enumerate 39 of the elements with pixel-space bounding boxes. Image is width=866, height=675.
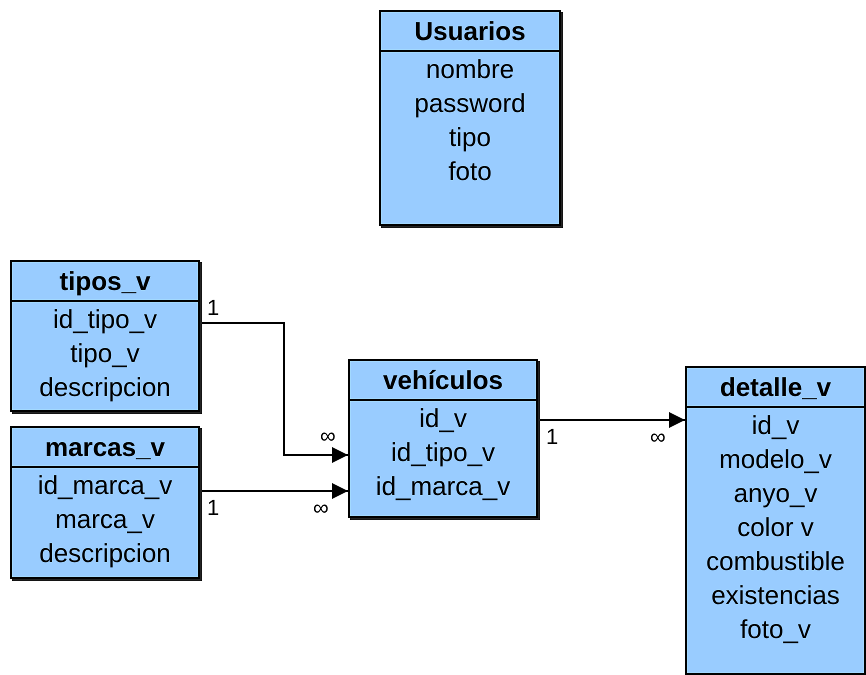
entity-table bbox=[10, 260, 200, 412]
cardinality-label: ∞ bbox=[650, 425, 666, 449]
field-name: password bbox=[414, 88, 526, 118]
field-name: modelo_v bbox=[719, 444, 832, 474]
table-name: Usuarios bbox=[414, 16, 526, 46]
relationship-arrow bbox=[200, 483, 348, 499]
cardinality-label: 1 bbox=[207, 296, 220, 320]
cardinality-label: 1 bbox=[207, 496, 220, 520]
field-name: id_marca_v bbox=[376, 471, 510, 501]
field-name: marca_v bbox=[55, 504, 155, 534]
field-name: id_v bbox=[752, 410, 800, 440]
table-name: vehículos bbox=[383, 365, 503, 395]
field-name: anyo_v bbox=[734, 478, 818, 508]
cardinality-label: ∞ bbox=[313, 496, 329, 520]
field-name: tipo bbox=[449, 122, 491, 152]
field-name: descripcion bbox=[39, 372, 171, 402]
cardinality-label: ∞ bbox=[320, 424, 336, 448]
relationship-arrow bbox=[538, 412, 685, 428]
field-name: color v bbox=[737, 512, 814, 542]
field-name: id_tipo_v bbox=[390, 437, 496, 467]
field-name: foto bbox=[448, 156, 492, 186]
field-name: foto_v bbox=[740, 614, 811, 644]
entity-table bbox=[685, 366, 866, 675]
entity-table bbox=[348, 359, 538, 518]
field-name: id_v bbox=[419, 403, 467, 433]
table-name: detalle_v bbox=[720, 372, 832, 402]
field-name: id_tipo_v bbox=[52, 304, 158, 334]
field-name: nombre bbox=[426, 54, 514, 84]
entity-table bbox=[10, 426, 200, 579]
field-name: tipo_v bbox=[70, 338, 140, 368]
field-name: descripcion bbox=[39, 538, 171, 568]
entity-table bbox=[379, 10, 561, 226]
field-name: existencias bbox=[711, 580, 840, 610]
field-name: id_marca_v bbox=[38, 470, 172, 500]
cardinality-label: 1 bbox=[546, 425, 558, 449]
table-name: tipos_v bbox=[59, 266, 151, 296]
table-name: marcas_v bbox=[45, 432, 165, 462]
relationship-arrow bbox=[200, 322, 348, 463]
field-name: combustible bbox=[706, 546, 845, 576]
